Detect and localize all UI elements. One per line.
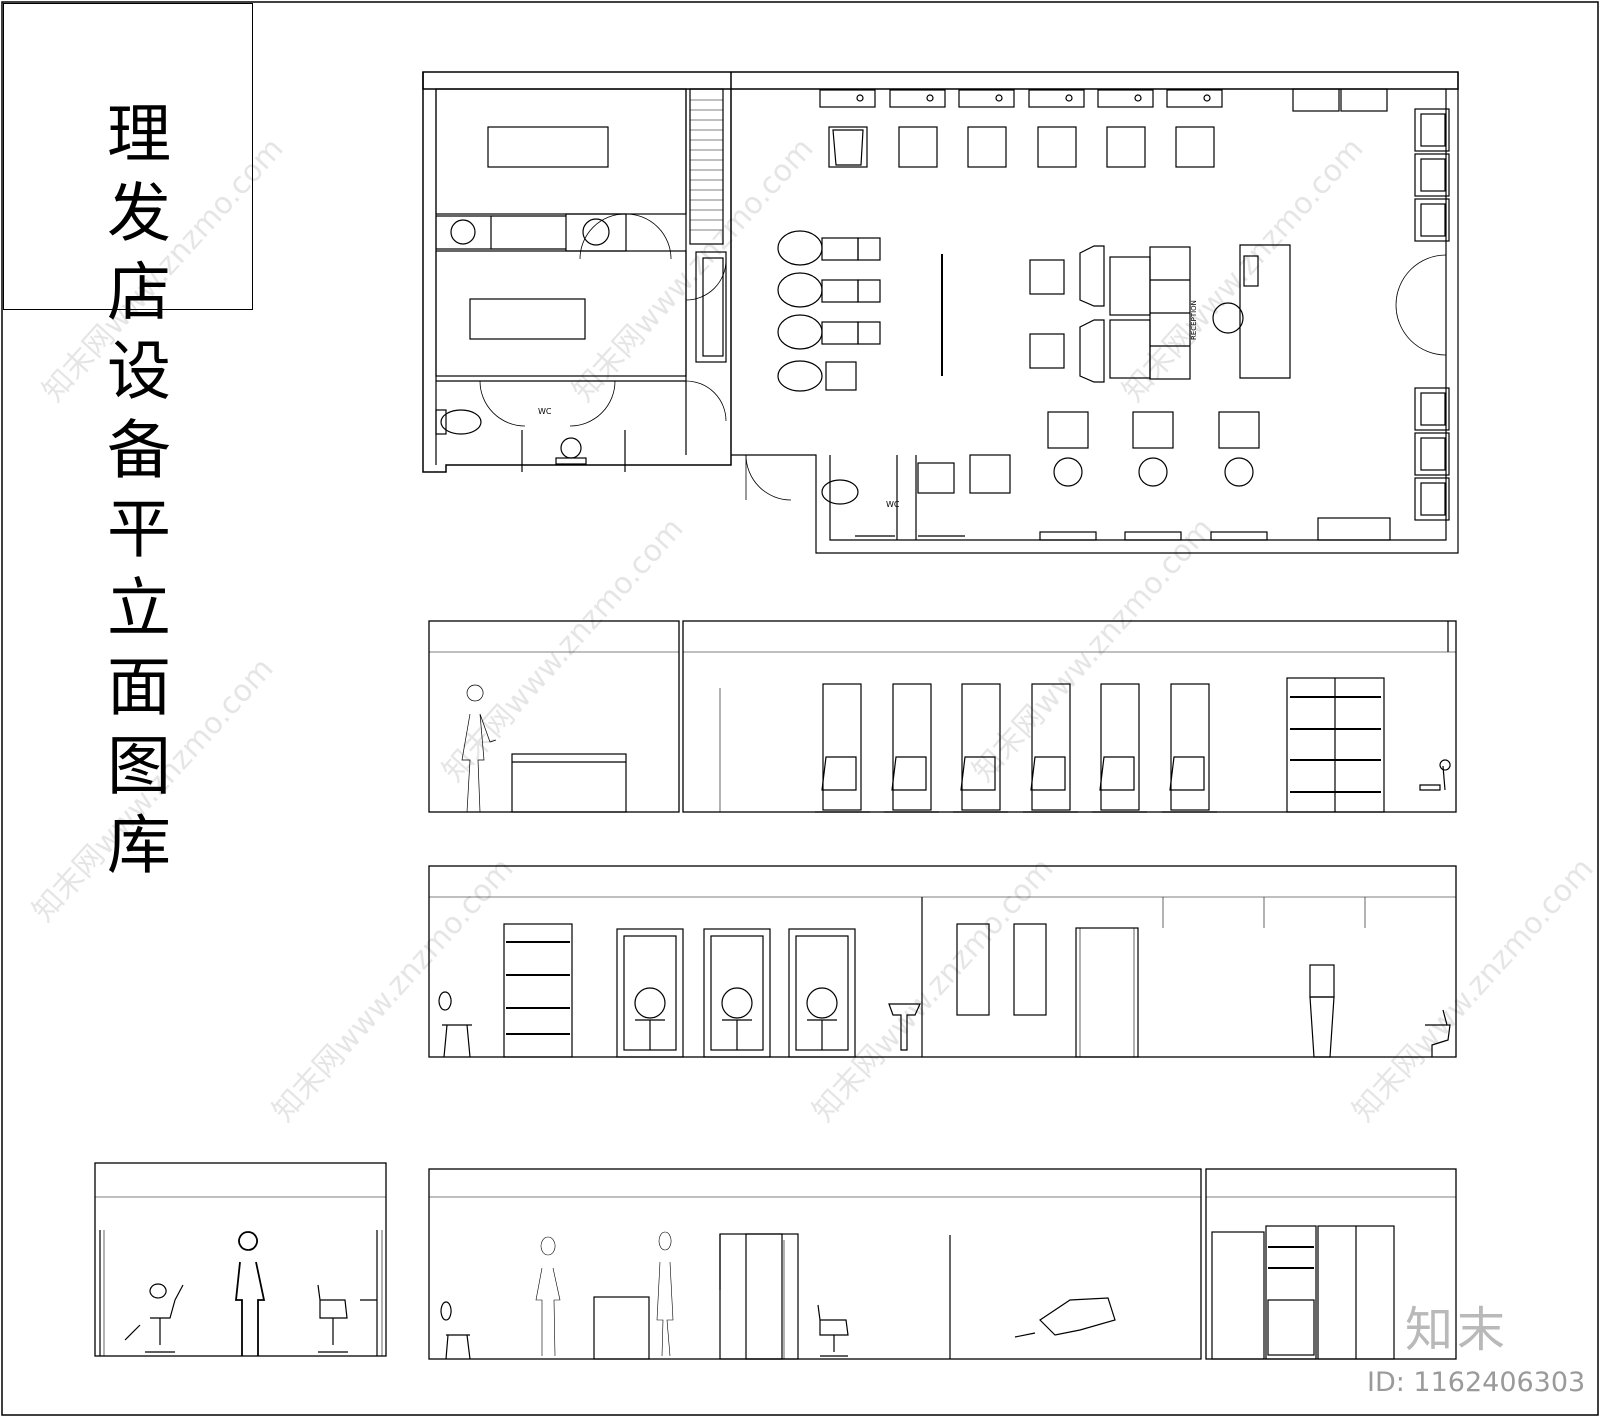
person-figure [461, 684, 497, 813]
mirror-stations-elev [815, 683, 1217, 813]
door [1211, 1231, 1265, 1360]
door [719, 1233, 783, 1360]
watermark-logo: 知末 [1405, 1302, 1510, 1358]
sheet-title: 理发店设备平立面图库 [96, 100, 170, 890]
side-chair [440, 1301, 471, 1360]
shelf-cabinet [503, 923, 573, 1058]
elevation-4 [428, 1168, 1202, 1360]
title-block [3, 3, 253, 310]
side-chair [1419, 759, 1451, 791]
styling-station [889, 89, 946, 168]
back-room-table [469, 298, 586, 340]
styling-station [1097, 89, 1154, 168]
shampoo-beds [777, 230, 881, 392]
mirror-stations-elev2 [616, 928, 856, 1058]
toilet [821, 479, 859, 505]
barber-chair [124, 1283, 184, 1353]
person-silhouette [235, 1231, 266, 1356]
styling-station [1028, 89, 1085, 168]
cutting-stations-bottom [1039, 411, 1268, 541]
basin [917, 462, 955, 494]
tall-cabinet [1265, 1225, 1317, 1360]
basin [560, 437, 582, 459]
wc-label-upper: WC [538, 407, 552, 416]
door [1075, 927, 1139, 1058]
styling-station [819, 89, 876, 168]
cabinet [695, 251, 727, 363]
elevation-5 [1205, 1168, 1457, 1360]
styling-chair [317, 1284, 348, 1353]
elevation-2 [428, 865, 1457, 1058]
armchair [1029, 259, 1065, 295]
sink [565, 213, 627, 252]
armchair [1029, 333, 1065, 369]
elevation-1 [428, 620, 1457, 813]
toilet [440, 409, 482, 435]
toilet-elev [1425, 1009, 1451, 1057]
staircase [689, 88, 724, 245]
barber-chair-front [593, 1296, 650, 1360]
side-chair [438, 991, 472, 1058]
reception-desk [1239, 244, 1291, 379]
water-dispenser [1309, 964, 1335, 998]
styling-station [958, 89, 1015, 168]
styling-station [1166, 89, 1223, 168]
person-figure [656, 1231, 674, 1357]
reception-counter [511, 753, 627, 813]
person-figure [535, 1236, 561, 1357]
watermark-id: ID: 1162406303 [1367, 1367, 1586, 1398]
waiting-seats-bottom [1414, 387, 1450, 521]
sink [435, 215, 492, 250]
back-room-table [487, 126, 609, 168]
elevation-3 [94, 1162, 387, 1357]
reception-label: RECEPTION [1190, 300, 1198, 340]
styling-chair [817, 1304, 849, 1357]
plan-top-wall [422, 71, 1459, 90]
waiting-seats-top [1414, 108, 1450, 242]
wc-label-lower: WC [886, 500, 900, 509]
styling-stations-top [819, 89, 1223, 168]
shampoo-chair [1014, 1297, 1116, 1338]
floor-plan: WC [422, 71, 1459, 554]
wash-basin-stand [888, 1003, 921, 1051]
